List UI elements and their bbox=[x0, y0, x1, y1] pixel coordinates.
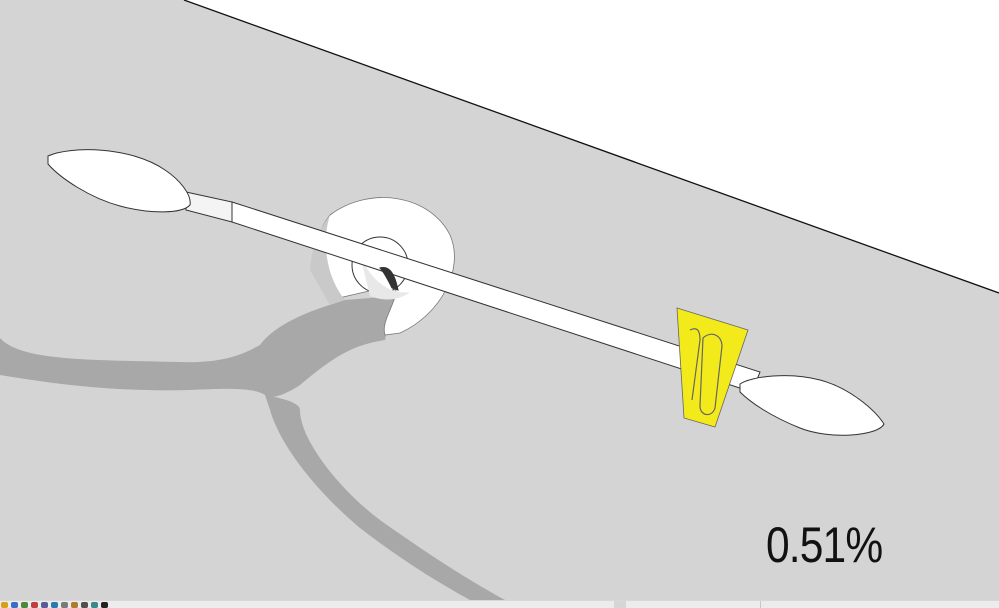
scale-readout: 0.51% bbox=[766, 517, 883, 573]
scene-icon[interactable] bbox=[90, 601, 100, 608]
camera-icon[interactable] bbox=[80, 601, 90, 608]
model-shadow bbox=[0, 296, 505, 600]
layers-icon[interactable] bbox=[60, 601, 70, 608]
rotate-icon[interactable] bbox=[40, 601, 50, 608]
image-icon[interactable] bbox=[70, 601, 80, 608]
status-toolbar bbox=[0, 600, 999, 608]
pan-icon[interactable] bbox=[30, 601, 40, 608]
horizon-edge bbox=[183, 0, 999, 294]
paint-bucket-icon[interactable] bbox=[0, 601, 10, 608]
arrow-icon[interactable] bbox=[100, 601, 110, 608]
right-blade bbox=[739, 375, 885, 436]
search-icon[interactable] bbox=[50, 601, 60, 608]
status-divider bbox=[760, 601, 761, 608]
panel-divider[interactable] bbox=[614, 601, 626, 608]
orbit-icon[interactable] bbox=[20, 601, 30, 608]
left-blade bbox=[47, 149, 191, 213]
yellow-tag bbox=[676, 307, 749, 428]
person-icon[interactable] bbox=[10, 601, 20, 608]
